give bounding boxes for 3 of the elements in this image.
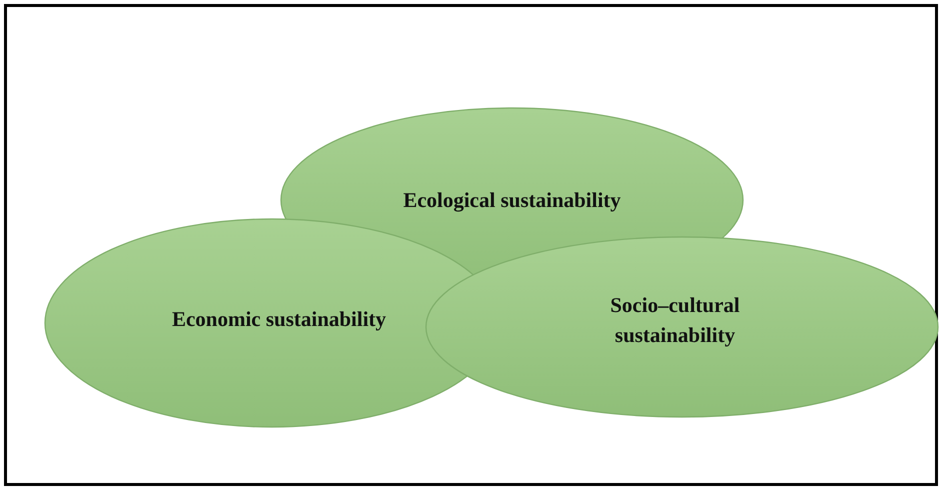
ellipse-label: Socio–cultural sustainability [609,292,741,350]
ellipse-label: Economic sustainability [170,306,388,333]
ellipse-label: Ecological sustainability [402,187,622,214]
